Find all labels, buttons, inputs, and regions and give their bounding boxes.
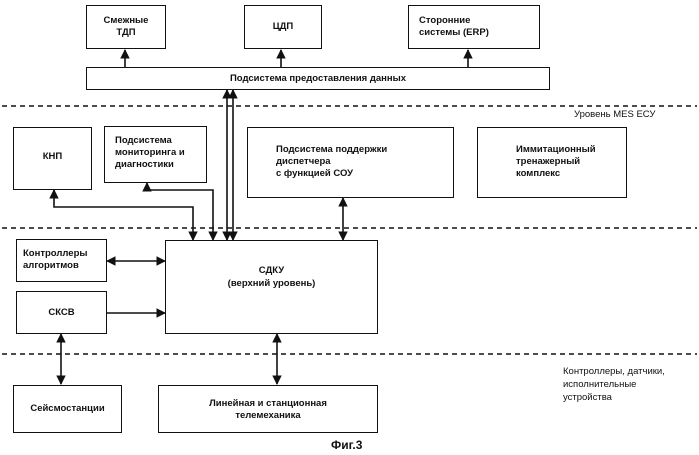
box-cdp: ЦДП	[244, 5, 322, 49]
level-label-mes: Уровень MES ЕСУ	[574, 108, 655, 121]
box-adjacent-tdp-line2: ТДП	[87, 27, 165, 39]
box-sdku-line1: СДКУ	[166, 265, 377, 277]
box-dispatcher-line2: диспетчера	[276, 156, 331, 168]
box-telemechanics: Линейная и станционная телемеханика	[158, 385, 378, 433]
arrow-monitoring-sdku	[147, 183, 213, 240]
box-dispatcher-line1: Подсистема поддержки	[276, 144, 387, 156]
box-monitoring-line2: мониторинга и	[115, 147, 185, 159]
figure-caption: Фиг.3	[331, 438, 362, 452]
box-dispatcher: Подсистема поддержки диспетчера с функци…	[247, 127, 454, 198]
box-sdku: СДКУ (верхний уровень)	[165, 240, 378, 334]
box-cdp-label: ЦДП	[245, 21, 321, 33]
box-simulator-line1: Иммитационный	[516, 144, 596, 156]
box-adjacent-tdp-line1: Смежные	[87, 15, 165, 27]
box-sdku-line2: (верхний уровень)	[166, 278, 377, 290]
level-label-field-line3: устройства	[563, 391, 612, 404]
box-third-party-line1: Сторонние	[419, 15, 470, 27]
arrow-knp-sdku	[54, 190, 193, 240]
box-controllers-line1: Контроллеры	[23, 248, 88, 260]
level-label-field-line2: исполнительные	[563, 378, 636, 391]
box-sksv-label: СКСВ	[17, 307, 106, 319]
box-seismic-label: Сейсмостанции	[14, 403, 121, 415]
box-monitoring: Подсистема мониторинга и диагностики	[104, 126, 207, 183]
box-controllers: Контроллеры алгоритмов	[16, 239, 107, 282]
box-simulator-line2: тренажерный	[516, 156, 580, 168]
box-knp: КНП	[13, 127, 92, 190]
box-knp-label: КНП	[14, 151, 91, 163]
level-label-field-line1: Контроллеры, датчики,	[563, 365, 665, 378]
box-third-party: Сторонние системы (ERP)	[408, 5, 540, 49]
box-sksv: СКСВ	[16, 291, 107, 334]
box-simulator-line3: комплекс	[516, 168, 560, 180]
box-monitoring-line1: Подсистема	[115, 135, 172, 147]
box-adjacent-tdp: Смежные ТДП	[86, 5, 166, 49]
box-data-subsystem: Подсистема предоставления данных	[86, 67, 550, 90]
box-monitoring-line3: диагностики	[115, 159, 174, 171]
box-seismic: Сейсмостанции	[13, 385, 122, 433]
box-third-party-line2: системы (ERP)	[419, 27, 489, 39]
box-telemechanics-line1: Линейная и станционная	[159, 398, 377, 410]
box-data-subsystem-label: Подсистема предоставления данных	[87, 73, 549, 85]
box-simulator: Иммитационный тренажерный комплекс	[477, 127, 627, 198]
box-controllers-line2: алгоритмов	[23, 260, 79, 272]
box-dispatcher-line3: с функцией СОУ	[276, 168, 353, 180]
box-telemechanics-line2: телемеханика	[159, 410, 377, 422]
